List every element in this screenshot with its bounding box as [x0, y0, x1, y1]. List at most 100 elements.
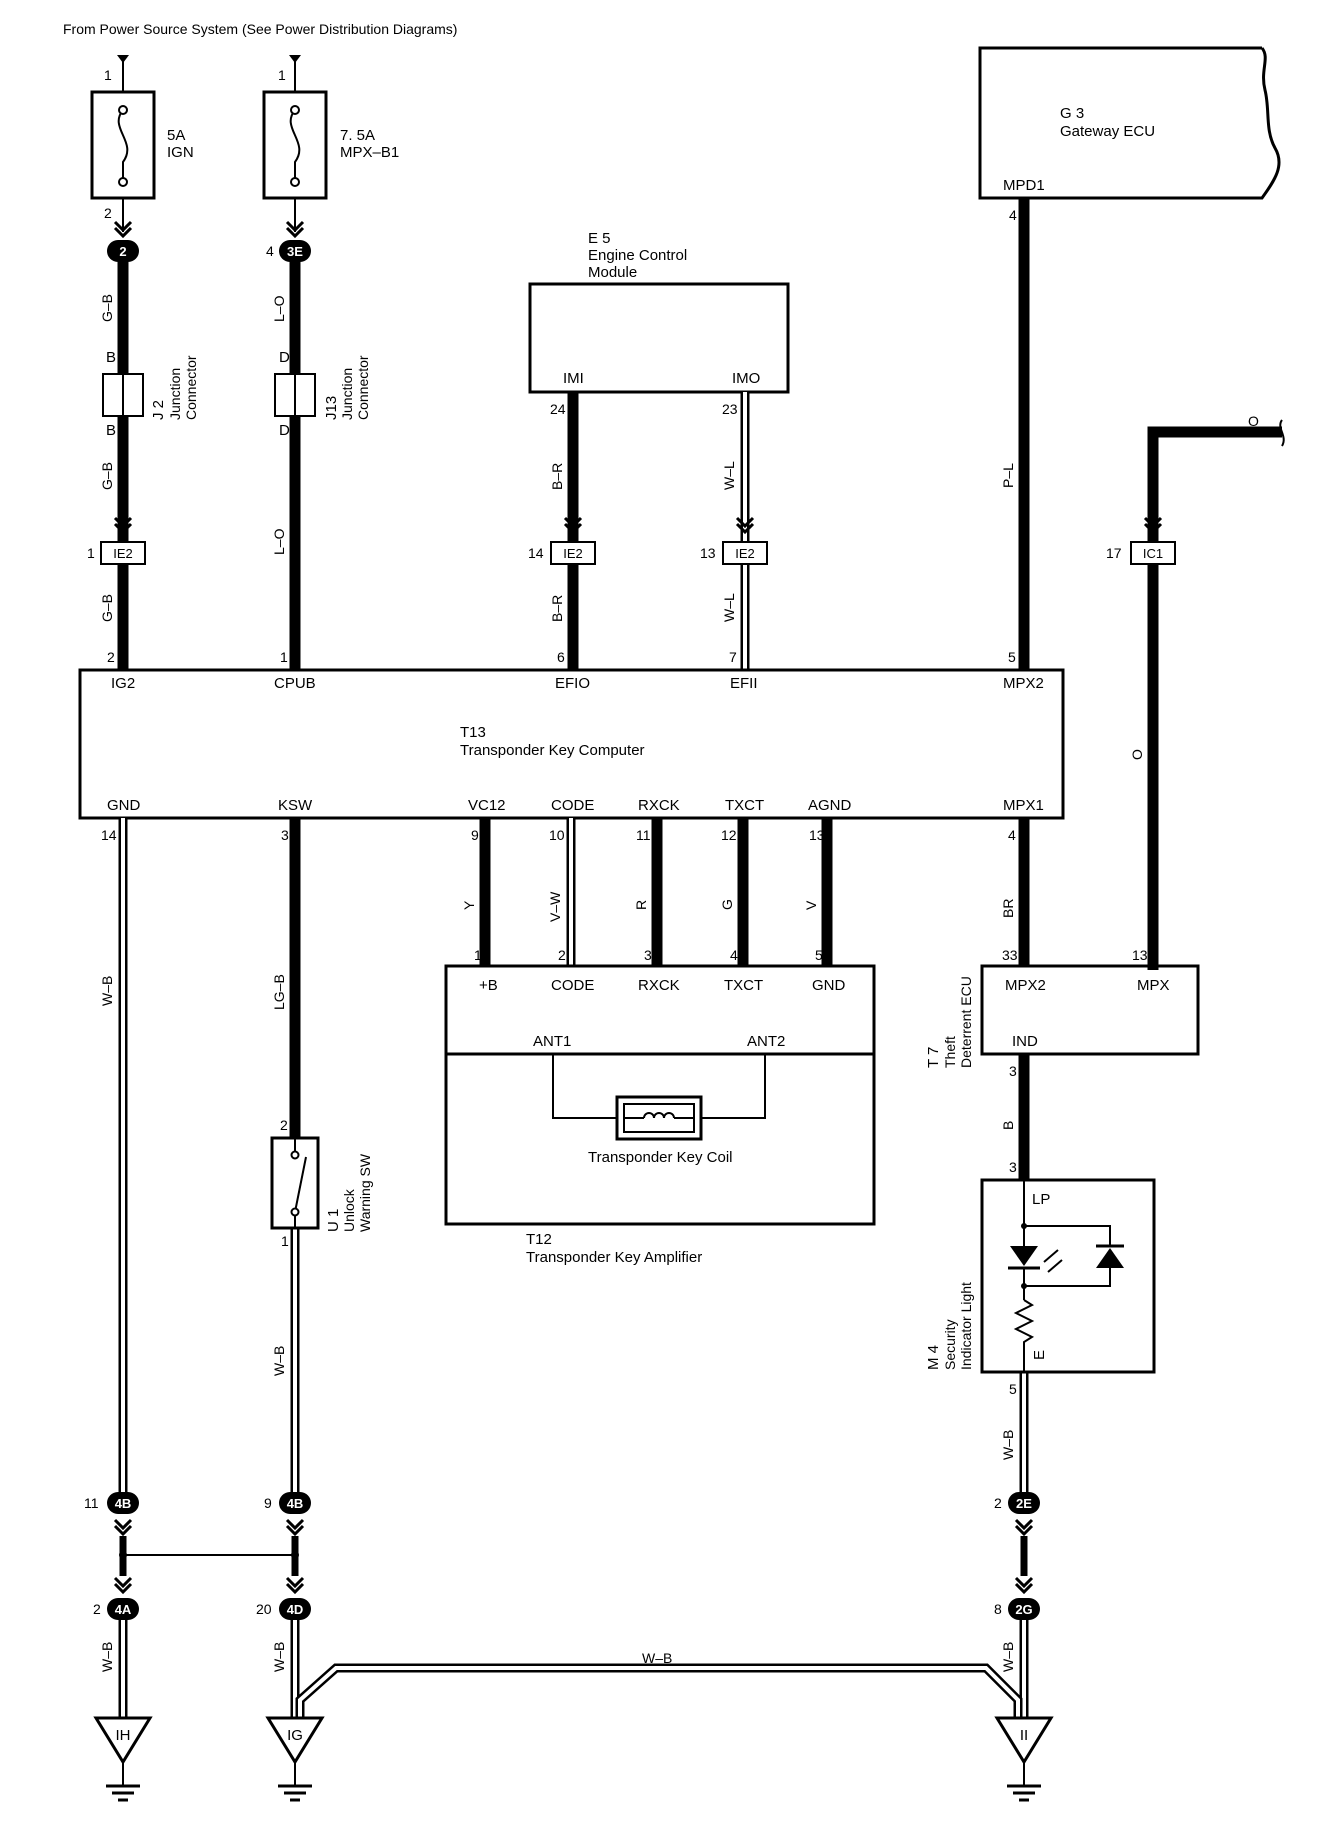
connector-3e: 3E 4: [266, 240, 311, 262]
svg-text:3: 3: [644, 947, 652, 963]
ground-ih: IH: [93, 1716, 153, 1802]
svg-text:2: 2: [994, 1495, 1002, 1511]
ground-ii: II: [994, 1716, 1054, 1802]
svg-text:G–B: G–B: [99, 594, 115, 622]
svg-text:AGND: AGND: [808, 797, 852, 814]
svg-text:Transponder Key Amplifier: Transponder Key Amplifier: [526, 1249, 702, 1266]
svg-text:12: 12: [721, 827, 737, 843]
svg-text:Warning SW: Warning SW: [357, 1153, 373, 1232]
svg-text:Transponder Key Computer: Transponder Key Computer: [460, 742, 645, 759]
svg-text:W–B: W–B: [271, 1346, 287, 1376]
svg-text:G: G: [719, 899, 735, 910]
gateway-code: G 3: [1060, 105, 1084, 122]
svg-text:LP: LP: [1032, 1191, 1050, 1208]
svg-text:IC1: IC1: [1143, 546, 1163, 561]
theft-deterrent-ecu: MPX2 33 MPX 13 IND 3 T 7 Theft Deterrent…: [925, 947, 1200, 1079]
fuse-ign-pin-out: 2: [104, 205, 112, 221]
svg-text:Junction: Junction: [167, 368, 183, 420]
ecm-pin-imo: IMO: [732, 370, 760, 387]
svg-text:U 1: U 1: [325, 1209, 342, 1232]
unlock-warning-switch: 2 1 U 1 Unlock Warning SW: [270, 1117, 373, 1249]
ecm-pin-imi: IMI: [563, 370, 584, 387]
svg-text:2: 2: [107, 649, 115, 665]
svg-text:Deterrent ECU: Deterrent ECU: [958, 976, 974, 1068]
svg-text:CODE: CODE: [551, 977, 594, 994]
svg-text:B: B: [1000, 1121, 1016, 1130]
svg-text:R: R: [633, 900, 649, 910]
svg-text:G–B: G–B: [99, 462, 115, 490]
svg-text:10: 10: [549, 827, 565, 843]
svg-text:5: 5: [1008, 649, 1016, 665]
svg-text:CPUB: CPUB: [274, 675, 316, 692]
svg-text:Transponder Key Coil: Transponder Key Coil: [588, 1149, 733, 1166]
svg-text:IE2: IE2: [563, 546, 583, 561]
svg-text:VC12: VC12: [468, 797, 506, 814]
svg-text:1: 1: [87, 545, 95, 561]
gateway-name: Gateway ECU: [1060, 123, 1155, 140]
svg-text:Security: Security: [942, 1319, 958, 1370]
svg-text:Unlock: Unlock: [341, 1188, 357, 1232]
svg-text:RXCK: RXCK: [638, 977, 680, 994]
ecm-pin-imi-no: 24: [550, 401, 566, 417]
wire-labels-upper: G–B L–O G–B L–O G–B B–R B–R W–L W–L P–L …: [99, 294, 1259, 760]
connector-ie2-a: IE2 1: [87, 541, 146, 565]
svg-text:J13: J13: [323, 396, 340, 420]
svg-text:EFIO: EFIO: [555, 675, 590, 692]
svg-text:TXCT: TXCT: [725, 797, 764, 814]
svg-text:4B: 4B: [115, 1496, 132, 1511]
svg-text:2: 2: [558, 947, 566, 963]
junction-connector-j13: D D J13 Junction Connector: [274, 349, 371, 439]
svg-text:Connector: Connector: [355, 355, 371, 420]
junction-connector-j2: B B J 2 Junction Connector: [102, 349, 199, 439]
svg-text:IH: IH: [116, 1727, 131, 1744]
svg-text:W–B: W–B: [1000, 1430, 1016, 1460]
connector-ic1: IC1 17: [1106, 541, 1176, 565]
svg-text:13: 13: [700, 545, 716, 561]
svg-text:BR: BR: [1000, 899, 1016, 918]
svg-text:L–O: L–O: [271, 295, 287, 322]
svg-text:13: 13: [809, 827, 825, 843]
svg-text:4: 4: [1008, 827, 1016, 843]
resistor-icon: [1013, 1299, 1035, 1372]
svg-text:B–R: B–R: [549, 463, 565, 490]
gateway-pin-name: MPD1: [1003, 177, 1045, 194]
svg-text:W–B: W–B: [99, 1642, 115, 1672]
svg-text:LG–B: LG–B: [271, 974, 287, 1010]
svg-text:MPX: MPX: [1137, 977, 1170, 994]
svg-text:4B: 4B: [287, 1496, 304, 1511]
svg-text:Junction: Junction: [339, 368, 355, 420]
svg-text:W–B: W–B: [1000, 1642, 1016, 1672]
fuse-ign: 1 2 5A IGN: [90, 55, 194, 232]
connector-4a: 4A 2: [93, 1598, 139, 1620]
svg-text:MPX1: MPX1: [1003, 797, 1044, 814]
ground-ig: IG: [265, 1716, 325, 1802]
fuse-mpx-pin-in: 1: [278, 67, 286, 83]
svg-text:D: D: [279, 422, 290, 439]
svg-text:II: II: [1020, 1727, 1028, 1744]
svg-text:T 7: T 7: [925, 1047, 942, 1068]
svg-text:4: 4: [730, 947, 738, 963]
svg-text:IND: IND: [1012, 1033, 1038, 1050]
svg-text:GND: GND: [107, 797, 141, 814]
svg-text:B: B: [106, 422, 116, 439]
svg-text:3: 3: [281, 827, 289, 843]
svg-text:Indicator Light: Indicator Light: [958, 1282, 974, 1370]
svg-text:CODE: CODE: [551, 797, 594, 814]
transponder-key-amplifier: +B 1 CODE 2 RXCK 3 TXCT 4 GND 5 ANT1 ANT…: [444, 947, 876, 1266]
svg-text:W–B: W–B: [642, 1650, 672, 1666]
svg-text:9: 9: [471, 827, 479, 843]
svg-text:G–B: G–B: [99, 294, 115, 322]
svg-text:5: 5: [815, 947, 823, 963]
ecm-pin-imo-no: 23: [722, 401, 738, 417]
connector-4d: 4D 20: [256, 1598, 311, 1620]
fuse-mpx-amp: 7. 5A: [340, 127, 375, 144]
svg-text:1: 1: [280, 649, 288, 665]
svg-text:MPX2: MPX2: [1003, 675, 1044, 692]
svg-text:+B: +B: [479, 977, 498, 994]
svg-text:4D: 4D: [287, 1602, 304, 1617]
svg-text:RXCK: RXCK: [638, 797, 680, 814]
ecm-name-2: Module: [588, 264, 637, 281]
svg-text:14: 14: [528, 545, 544, 561]
chevrons-upper: [113, 220, 1163, 535]
